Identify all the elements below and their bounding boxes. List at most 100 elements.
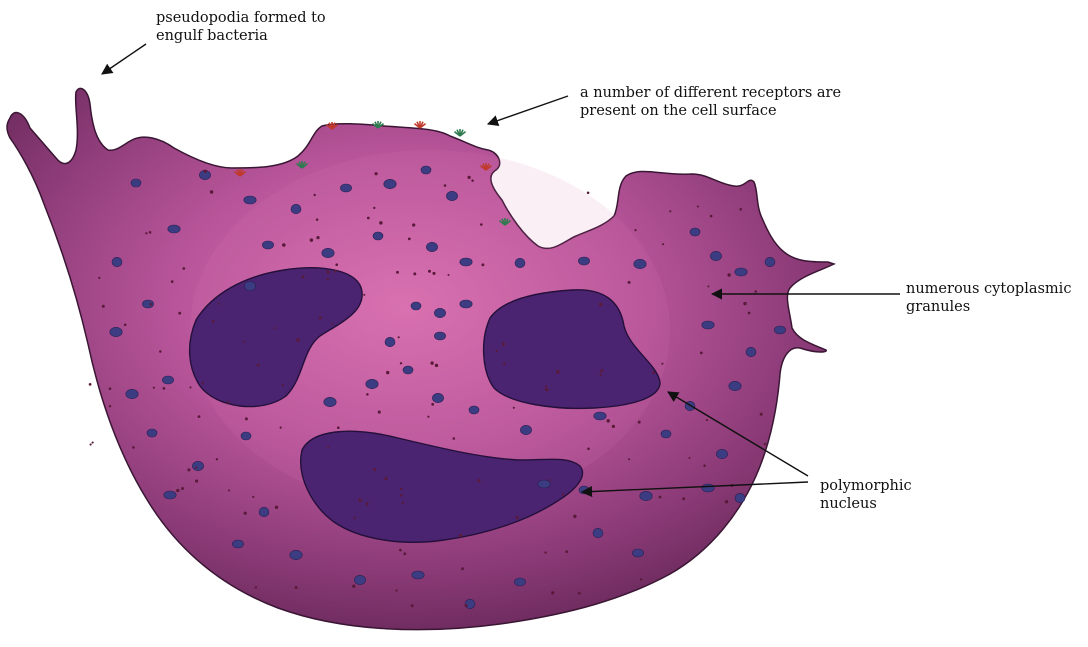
granule-dot xyxy=(638,421,641,424)
granule-dot xyxy=(366,393,369,396)
granule-dot xyxy=(467,176,470,179)
granule xyxy=(465,599,475,608)
granule xyxy=(164,491,176,499)
granule xyxy=(262,241,273,249)
granule xyxy=(746,347,756,356)
granule-dot xyxy=(243,341,245,343)
granule-dot xyxy=(334,270,336,272)
granule-dot xyxy=(700,352,703,355)
granule xyxy=(710,251,721,260)
granule-dot xyxy=(682,497,685,500)
granule-dot xyxy=(669,210,671,212)
granule-dot xyxy=(413,272,416,275)
granule xyxy=(373,232,383,240)
granule-dot xyxy=(159,350,162,353)
granule xyxy=(594,412,606,420)
granule-dot xyxy=(402,502,404,504)
granule-dot xyxy=(640,578,642,580)
granule-dot xyxy=(480,223,483,226)
granule xyxy=(192,461,203,470)
granule-dot xyxy=(366,502,369,505)
granule-dot xyxy=(652,371,655,374)
granule-dot xyxy=(319,316,322,319)
granule-dot xyxy=(562,493,564,495)
granule xyxy=(290,550,302,559)
granule-dot xyxy=(662,243,664,245)
granule-dot xyxy=(578,592,581,595)
granule-dot xyxy=(295,586,298,589)
granule-dot xyxy=(327,446,329,448)
granule-dot xyxy=(257,364,260,367)
granule-dot xyxy=(153,387,155,389)
granule-dot xyxy=(396,271,399,274)
granule-dot xyxy=(710,215,713,218)
granule-dot xyxy=(599,373,601,375)
granule-dot xyxy=(367,217,370,220)
granule xyxy=(765,257,775,266)
granule-dot xyxy=(98,277,100,279)
granule-dot xyxy=(612,425,615,428)
granule-dot xyxy=(274,327,276,329)
receptor xyxy=(415,121,426,128)
granule-dot xyxy=(599,303,602,306)
granule xyxy=(716,449,727,458)
granule-dot xyxy=(109,405,111,407)
granule-dot xyxy=(332,323,334,325)
granule-dot xyxy=(92,442,94,444)
granule xyxy=(702,484,714,492)
granule xyxy=(640,491,652,500)
granule xyxy=(322,248,334,257)
granule-dot xyxy=(587,447,590,450)
granule xyxy=(514,578,525,586)
granule-dot xyxy=(754,290,757,293)
granule xyxy=(131,179,141,187)
granule-dot xyxy=(255,586,257,588)
pseudopodia-label: pseudopodia formed to engulf bacteria xyxy=(156,9,326,45)
granule-dot xyxy=(544,551,546,553)
granule-dot xyxy=(89,383,92,386)
granule-dot xyxy=(358,499,361,502)
granule-dot xyxy=(178,312,181,315)
granule xyxy=(632,549,643,557)
granule xyxy=(340,184,351,192)
granule-dot xyxy=(182,267,185,270)
granule-dot xyxy=(176,489,179,492)
granule-dot xyxy=(465,604,468,607)
granule-dot xyxy=(316,218,319,221)
granule-dot xyxy=(628,281,631,284)
granule-dot xyxy=(296,338,299,341)
granule-dot xyxy=(210,190,214,194)
granule xyxy=(774,326,785,334)
granule-dot xyxy=(195,467,197,469)
granule-dot xyxy=(275,506,278,509)
granule-dot xyxy=(282,243,286,247)
granule xyxy=(147,429,157,437)
granule xyxy=(434,308,445,317)
granule-dot xyxy=(628,458,630,460)
granules-label: numerous cytoplasmic granules xyxy=(906,280,1071,316)
granule xyxy=(702,321,714,329)
granule-dot xyxy=(760,413,763,416)
granule-dot xyxy=(661,363,663,365)
granule-dot xyxy=(335,263,338,266)
granule xyxy=(434,332,445,340)
granule-dot xyxy=(352,585,355,588)
granule-dot xyxy=(495,350,497,352)
pseudopodia-label-line2: engulf bacteria xyxy=(156,27,326,45)
granule-dot xyxy=(444,184,447,187)
granule-dot xyxy=(378,411,381,414)
receptor xyxy=(455,129,466,136)
granule-dot xyxy=(764,443,766,445)
receptors-label: a number of different receptors are pres… xyxy=(580,84,841,120)
granule-dot xyxy=(503,362,506,365)
nucleus-label: polymorphic nucleus xyxy=(820,477,912,513)
granule-dot xyxy=(201,382,203,384)
granules-label-line2: granules xyxy=(906,298,1071,316)
granule-dot xyxy=(252,496,254,498)
granule-dot xyxy=(548,479,550,481)
granule-dot xyxy=(373,468,376,471)
granule-dot xyxy=(634,229,636,231)
granule-dot xyxy=(551,591,554,594)
granule-dot xyxy=(109,387,112,390)
